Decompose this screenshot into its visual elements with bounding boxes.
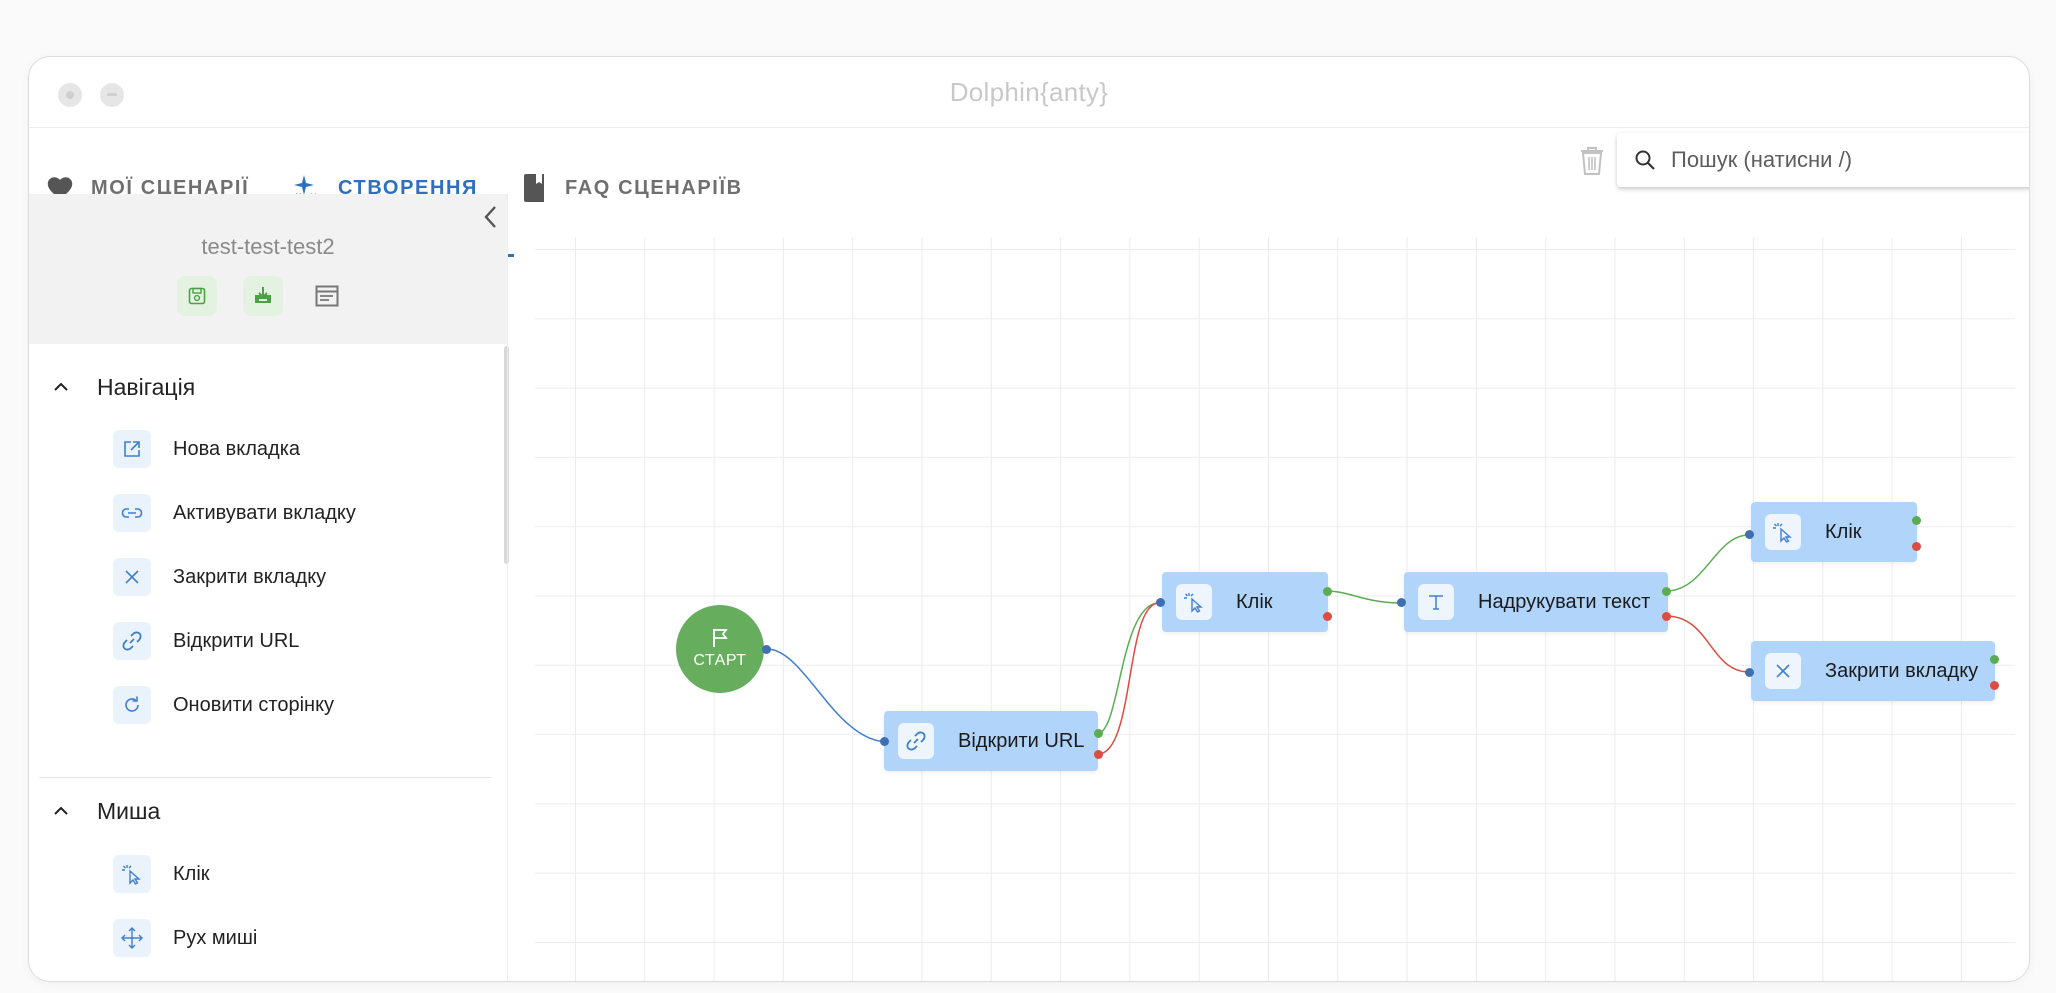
edge-start-to-open-url — [766, 648, 889, 743]
text-icon — [1418, 584, 1454, 620]
sidebar-scrollbar[interactable] — [504, 346, 509, 564]
book-icon — [519, 173, 549, 203]
node-label: Клік — [1825, 520, 1862, 543]
node-label: Закрити вкладку — [1825, 659, 1979, 682]
search-icon — [1635, 150, 1655, 170]
node-success-port[interactable] — [1094, 729, 1103, 738]
node-close-tab[interactable]: Закрити вкладку — [1751, 641, 1995, 701]
node-open-url[interactable]: Відкрити URL — [884, 711, 1098, 771]
cursor-click-icon — [1765, 514, 1801, 550]
chevron-up-icon[interactable] — [51, 801, 71, 821]
sidebar-item-mouse-move[interactable]: Рух миші — [113, 918, 257, 958]
title-bar: Dolphin{anty} — [29, 57, 2029, 128]
tab-my-scenarios[interactable]: МОЇ СЦЕНАРІЇ — [45, 128, 249, 248]
chevron-left-icon[interactable] — [476, 200, 506, 234]
trash-icon[interactable] — [1579, 146, 1609, 180]
section-divider — [39, 777, 491, 778]
heart-icon — [45, 173, 75, 203]
node-click[interactable]: Клік — [1751, 502, 1917, 562]
chain-icon — [898, 723, 934, 759]
section-title: Навігація — [97, 374, 196, 400]
scenario-name: test-test-test2 — [201, 234, 335, 259]
window-button[interactable] — [307, 276, 347, 316]
external-link-icon — [113, 430, 151, 468]
tab-label: МОЇ СЦЕНАРІЇ — [91, 177, 250, 199]
node-input-port[interactable] — [1745, 530, 1754, 539]
node-label: Надрукувати текст — [1478, 590, 1651, 613]
node-label: Клік — [1236, 590, 1273, 613]
edge-open-url-error — [1097, 602, 1160, 755]
minimize-window-button[interactable] — [100, 83, 124, 107]
start-label: СТАРТ — [693, 652, 747, 669]
save-button[interactable] — [177, 276, 217, 316]
refresh-icon — [113, 686, 151, 724]
scenario-header: test-test-test2 — [29, 194, 507, 344]
node-input-port[interactable] — [880, 737, 889, 746]
app-window: Dolphin{anty} МОЇ СЦЕНАРІЇ СТВОРЕННЯ FA — [28, 56, 2030, 982]
item-label: Рух миші — [173, 926, 258, 949]
edge-type-error — [1665, 615, 1750, 673]
sidebar-item-click[interactable]: Клік — [113, 854, 210, 894]
start-node[interactable]: СТАРТ — [676, 605, 764, 693]
close-icon — [113, 558, 151, 596]
flow-canvas[interactable]: СТАРТ Відкрити URL Клік Надрук — [535, 237, 2015, 981]
download-button[interactable] — [243, 276, 283, 316]
edge-type-success — [1665, 534, 1750, 592]
node-error-port[interactable] — [1094, 750, 1103, 759]
flow-edges — [766, 534, 1750, 755]
sidebar-item-refresh-page[interactable]: Оновити сторінку — [113, 685, 334, 725]
tab-label: FAQ СЦЕНАРІЇВ — [565, 177, 743, 199]
node-success-port[interactable] — [1323, 587, 1332, 596]
chevron-up-icon[interactable] — [51, 377, 71, 397]
node-success-port[interactable] — [1912, 516, 1921, 525]
save-icon — [188, 287, 206, 305]
sidebar-item-activate-tab[interactable]: Активувати вкладку — [113, 493, 356, 533]
edge-open-url-success — [1097, 602, 1160, 734]
close-window-button[interactable] — [58, 83, 82, 107]
edge-click-to-type — [1325, 590, 1402, 604]
cursor-click-icon — [113, 855, 151, 893]
node-success-port[interactable] — [1662, 587, 1671, 596]
item-label: Нова вкладка — [173, 437, 301, 460]
section-title: Миша — [97, 798, 161, 824]
item-label: Клік — [173, 862, 210, 885]
node-success-port[interactable] — [1990, 655, 1999, 664]
move-icon — [113, 919, 151, 957]
sidebar-separator — [507, 194, 508, 981]
search-input[interactable] — [1669, 146, 2029, 174]
window-icon — [315, 285, 339, 307]
chain-icon — [113, 622, 151, 660]
node-input-port[interactable] — [1397, 598, 1406, 607]
item-label: Активувати вкладку — [173, 501, 356, 524]
flag-icon — [713, 629, 728, 647]
node-input-port[interactable] — [1156, 598, 1165, 607]
sidebar-item-new-tab[interactable]: Нова вкладка — [113, 429, 300, 469]
sidebar-item-close-tab[interactable]: Закрити вкладку — [113, 557, 326, 597]
close-icon — [1765, 653, 1801, 689]
item-label: Оновити сторінку — [173, 693, 335, 716]
item-label: Закрити вкладку — [173, 565, 327, 588]
node-input-port[interactable] — [1745, 668, 1754, 677]
node-error-port[interactable] — [1323, 612, 1332, 621]
node-error-port[interactable] — [1912, 542, 1921, 551]
item-label: Відкрити URL — [173, 629, 300, 652]
search-box[interactable] — [1617, 133, 2029, 187]
link-icon — [113, 494, 151, 532]
node-error-port[interactable] — [1990, 681, 1999, 690]
window-title: Dolphin{anty} — [949, 77, 1109, 107]
sidebar-item-open-url[interactable]: Відкрити URL — [113, 621, 299, 661]
node-label: Відкрити URL — [958, 729, 1085, 752]
download-icon — [255, 287, 271, 303]
node-error-port[interactable] — [1662, 612, 1671, 621]
sidebar: test-test-test2 Навігація Нова вкла — [29, 194, 509, 981]
tab-faq[interactable]: FAQ СЦЕНАРІЇВ — [519, 128, 743, 248]
node-click[interactable]: Клік — [1162, 572, 1328, 632]
start-output-port[interactable] — [762, 645, 771, 654]
node-type-text[interactable]: Надрукувати текст — [1404, 572, 1668, 632]
tab-label: СТВОРЕННЯ — [338, 177, 479, 199]
cursor-click-icon — [1176, 584, 1212, 620]
